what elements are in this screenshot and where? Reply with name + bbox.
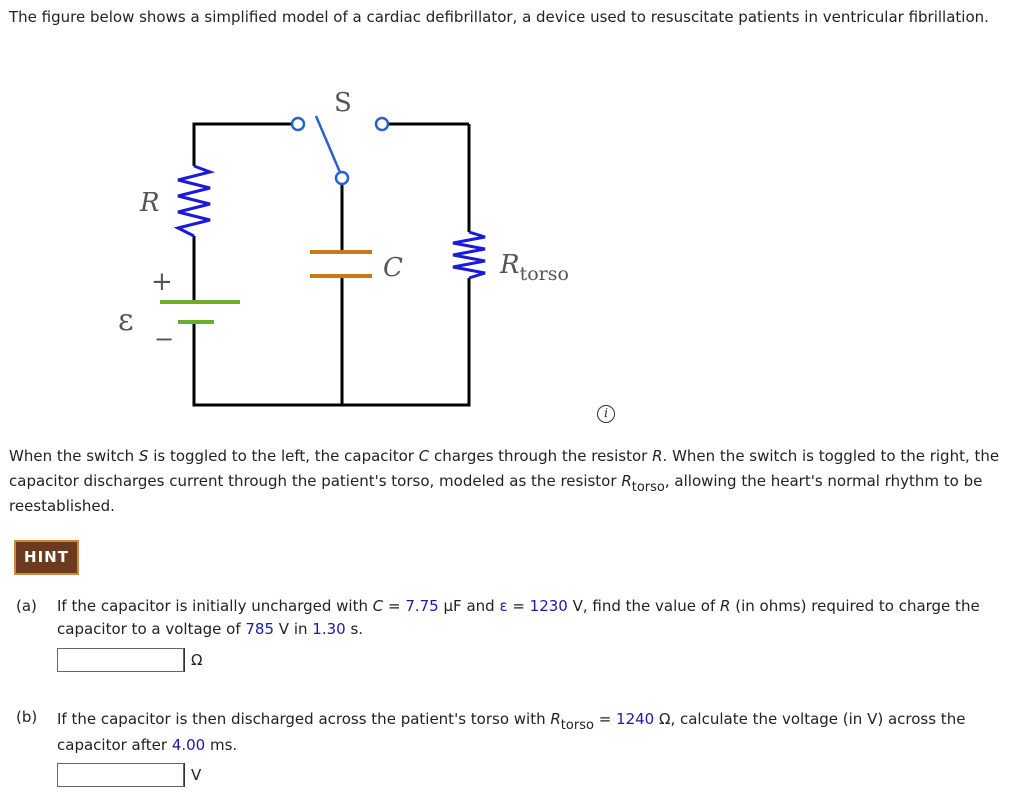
para-var-r: R: [652, 447, 663, 465]
wires: [192, 122, 471, 407]
qb-text-3: Ω, calculate the voltage (in V) across t…: [57, 710, 966, 754]
qa-text-6: (in ohms) required to charge the capacit…: [57, 597, 980, 638]
qa-text-2: =: [383, 597, 406, 615]
qa-time-value: 1.30: [312, 620, 346, 638]
capacitor-plates: [310, 250, 372, 278]
left-top-wire: [192, 122, 291, 166]
para-text-2: is toggled to the left, the capacitor: [148, 447, 419, 465]
plus-label: +: [151, 267, 173, 297]
answer-a-input[interactable]: [57, 648, 184, 672]
bottom-wire: [192, 278, 471, 407]
para-var-s: S: [138, 447, 149, 465]
info-icon[interactable]: i: [597, 405, 615, 423]
qa-var-c: C: [372, 597, 384, 615]
switch-left-contact: [290, 116, 306, 132]
description-paragraph: When the switch S is toggled to the left…: [9, 444, 1009, 519]
answer-b-input[interactable]: [57, 763, 184, 787]
qb-text-1: If the capacitor is then discharged acro…: [57, 710, 551, 728]
qa-text-3: µF and: [438, 597, 500, 615]
qa-capacitance-value: 7.75: [405, 597, 439, 615]
para-var-c: C: [418, 447, 430, 465]
hint-button[interactable]: HINT: [14, 540, 79, 575]
torso-label-sub: torso: [520, 263, 569, 285]
resistor-label: R: [139, 188, 160, 218]
qb-time-value: 4.00: [171, 736, 206, 754]
qb-resistance-value: 1240: [616, 710, 655, 728]
answer-b-unit: V: [184, 763, 201, 787]
para-var-rtorso-sub: torso: [631, 480, 665, 495]
resistor-torso-zigzag: [452, 230, 486, 280]
capacitor-label: C: [383, 253, 403, 283]
para-text-3: charges through the resistor: [429, 447, 653, 465]
switch-label: S: [334, 88, 352, 118]
question-a-label: (a): [16, 597, 37, 615]
qa-var-r: R: [720, 597, 731, 615]
switch: [290, 115, 390, 186]
qa-emf-value: 1230: [529, 597, 568, 615]
answer-a-unit: Ω: [184, 648, 202, 672]
circuit-diagram: S R C Rtorso + − ε: [118, 88, 569, 407]
switch-blade: [314, 115, 344, 178]
qa-text-7: V in: [274, 620, 313, 638]
qa-text-5: V, find the value of: [567, 597, 721, 615]
switch-right-contact: [374, 116, 390, 132]
qb-var-rtorso: R: [550, 710, 561, 728]
para-var-rtorso: R: [621, 472, 632, 490]
switch-pivot: [334, 170, 350, 186]
qa-text-1: If the capacitor is initially uncharged …: [57, 597, 373, 615]
qb-var-rtorso-sub: torso: [560, 718, 594, 733]
qa-voltage-value: 785: [245, 620, 275, 638]
question-a-text: If the capacitor is initially uncharged …: [57, 595, 1017, 641]
question-b-label: (b): [16, 708, 38, 726]
para-text-1: When the switch: [9, 447, 139, 465]
para-text-5: , allowing the heart's normal rhythm to …: [9, 472, 983, 515]
emf-label: ε: [118, 303, 134, 338]
qb-text-2: =: [593, 710, 617, 728]
minus-label: −: [154, 325, 174, 353]
battery-plates: [160, 300, 240, 324]
qa-emf-symbol: ε: [499, 597, 508, 615]
torso-label-main: R: [499, 250, 520, 280]
para-text-4: . When the switch is toggled to the righ…: [9, 447, 1000, 490]
intro-text: The figure below shows a simplified mode…: [9, 8, 989, 26]
resistor-r-zigzag: [173, 164, 216, 238]
qa-text-4: =: [507, 597, 530, 615]
question-b-text: If the capacitor is then discharged acro…: [57, 706, 1017, 758]
torso-label: Rtorso: [499, 250, 569, 285]
qa-text-8: s.: [345, 620, 364, 638]
qb-text-4: ms.: [205, 736, 238, 754]
